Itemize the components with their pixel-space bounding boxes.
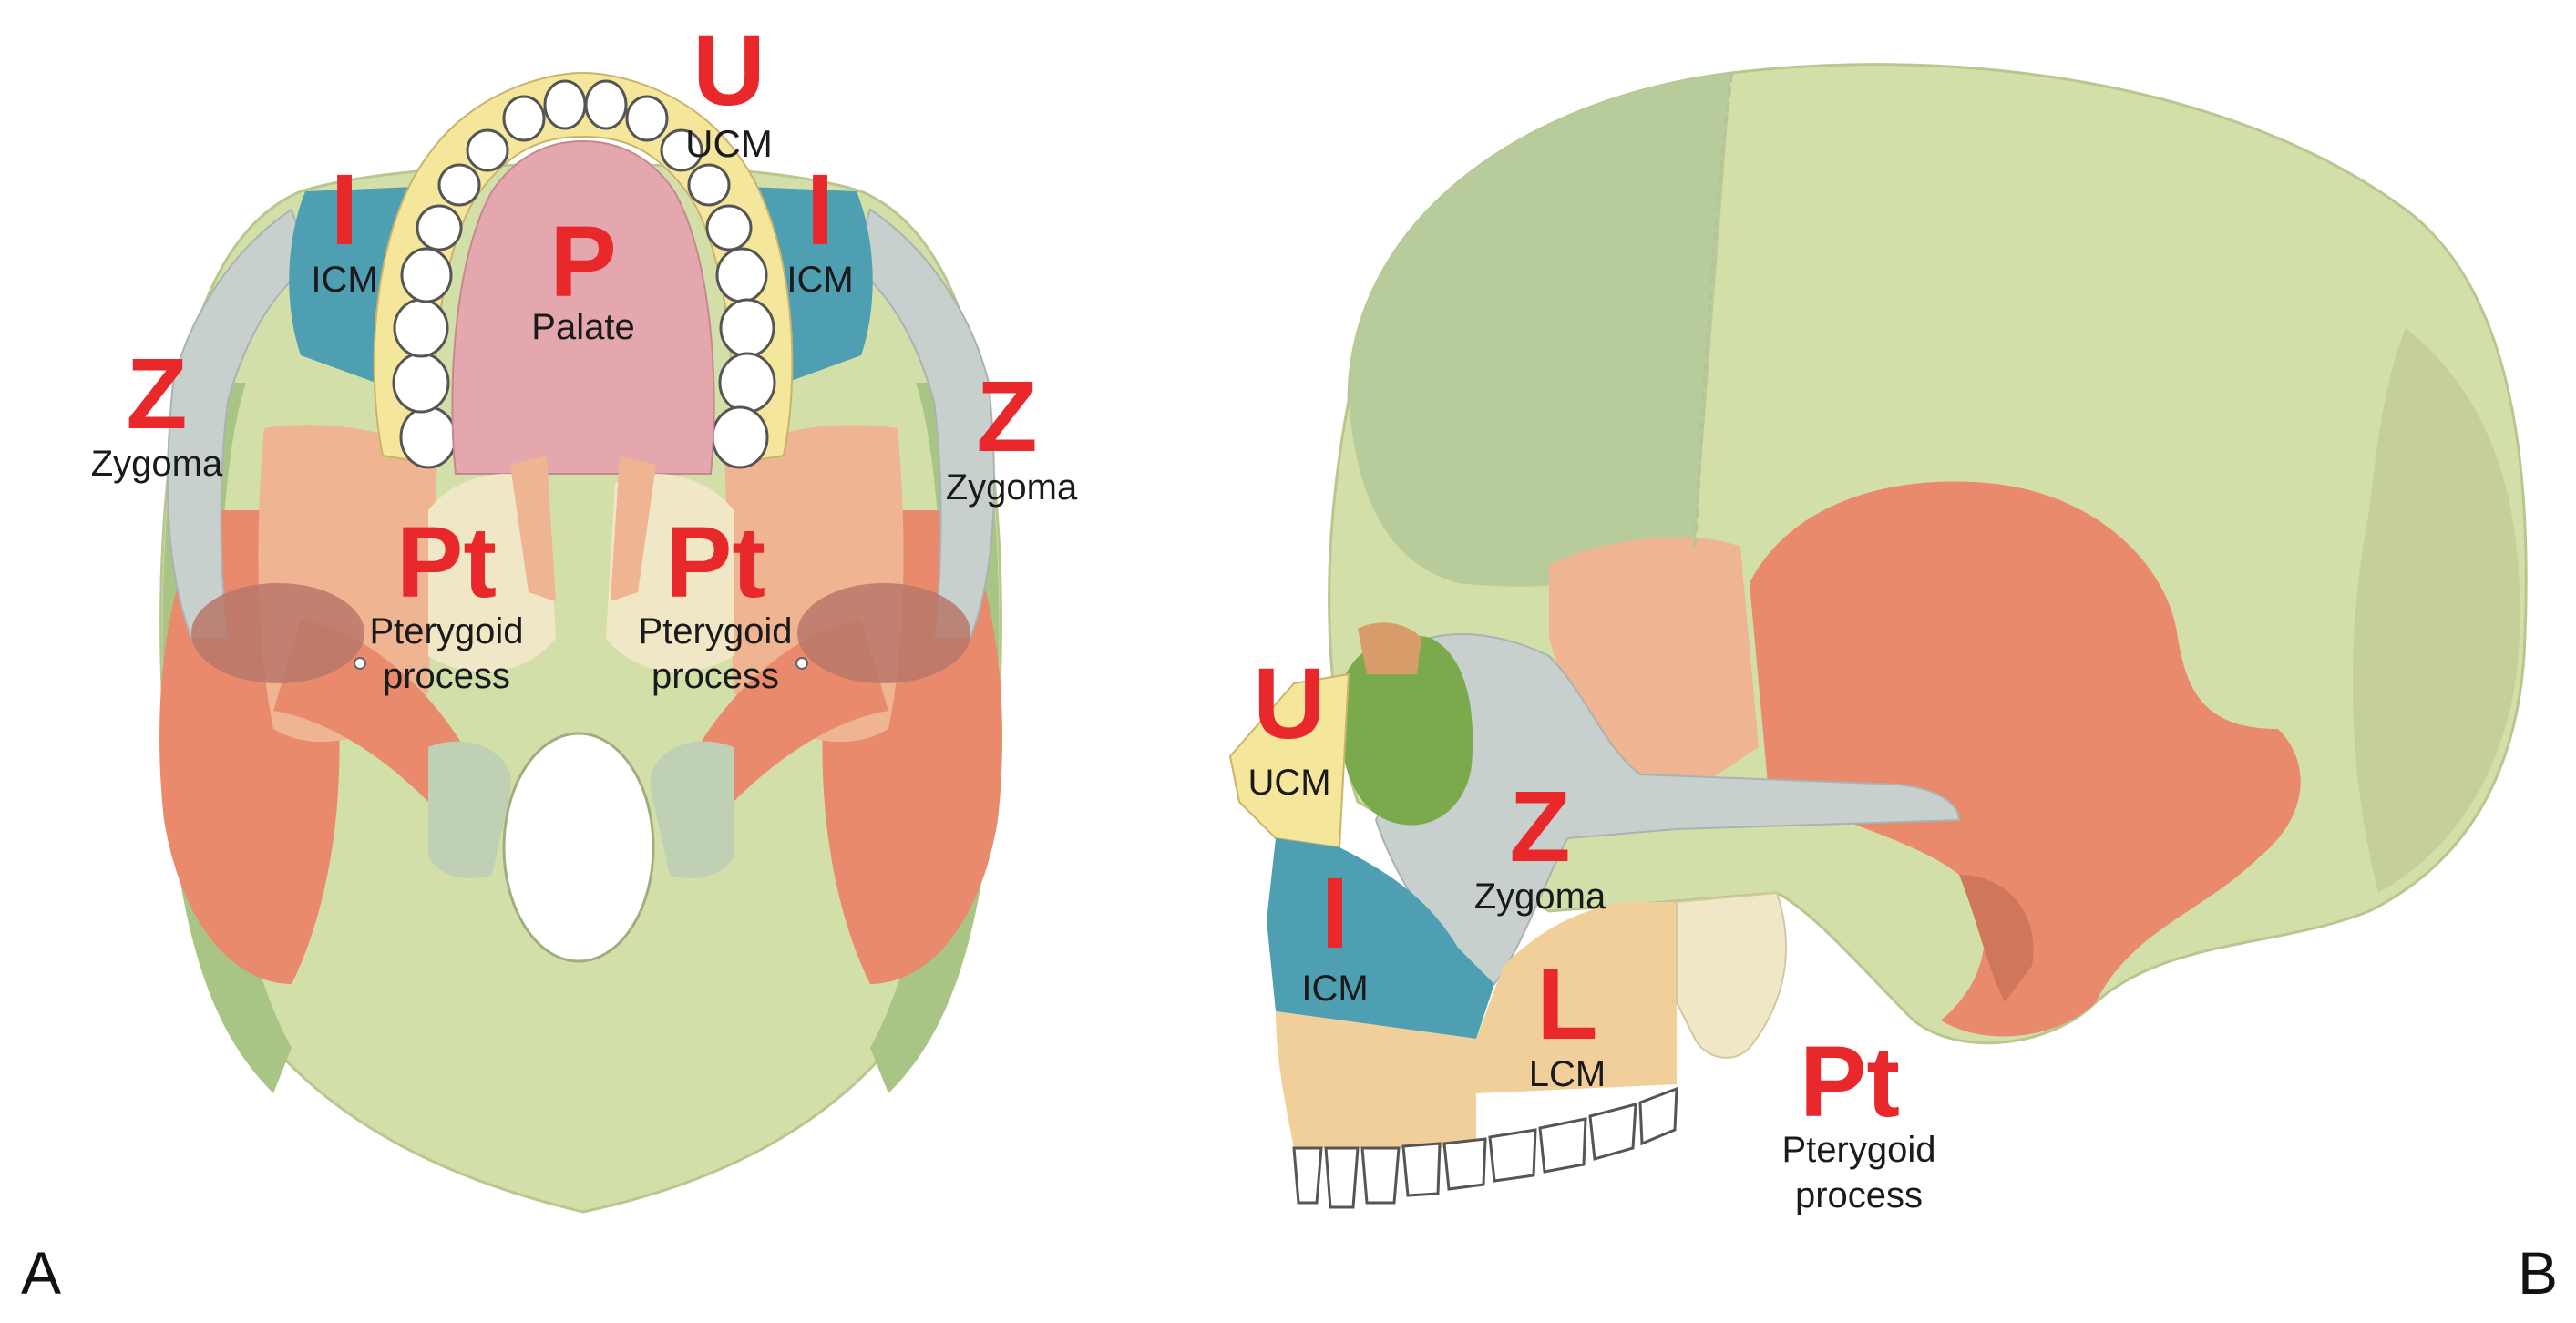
zygoma-region-b — [1374, 633, 1961, 986]
label-i-letter-b: I — [1321, 857, 1350, 969]
lcm-region-b — [1476, 902, 1677, 1093]
label-pterygoid-right-line2-a: process — [652, 656, 779, 696]
label-l-letter-b: L — [1536, 949, 1597, 1061]
label-ucm-a: UCM — [685, 122, 773, 165]
glenoid-fossa-left — [191, 583, 364, 683]
orbit-green — [1339, 635, 1473, 826]
panel-a-skull-inferior-view: U UCM I ICM I ICM P Palate Z Zygoma Z Zy… — [21, 15, 1078, 1307]
label-zygoma-left-a: Zygoma — [91, 444, 223, 484]
frontal-bone — [1349, 73, 1731, 587]
maxillary-teeth — [392, 79, 776, 469]
label-z-letter-b: Z — [1509, 771, 1570, 883]
label-i-left-letter-a: I — [331, 154, 359, 266]
occipital-region — [2352, 328, 2520, 893]
label-icm-right-a: ICM — [786, 260, 853, 300]
label-u-letter-a: U — [693, 15, 765, 127]
glenoid-fossa-right — [797, 583, 970, 683]
label-pterygoid-line2-b: process — [1795, 1175, 1923, 1215]
label-u-letter-b: U — [1253, 648, 1325, 760]
label-pt-letter-b: Pt — [1800, 1026, 1900, 1138]
vomer-region — [510, 456, 556, 601]
icm-region-b — [1267, 838, 1494, 1039]
label-palate-a: Palate — [531, 307, 634, 347]
occipital-condyle-right — [650, 741, 734, 878]
label-ucm-b: UCM — [1247, 763, 1330, 803]
label-pt-right-letter-a: Pt — [665, 507, 765, 619]
coronal-suture — [1693, 72, 1733, 548]
label-zygoma-b: Zygoma — [1474, 877, 1606, 917]
panel-letter-b: B — [2518, 1239, 2558, 1307]
label-pterygoid-line1-b: Pterygoid — [1782, 1130, 1936, 1170]
label-icm-b: ICM — [1301, 969, 1368, 1009]
pterygoid-process-b — [1676, 891, 1787, 1059]
foramen-magnum — [502, 732, 655, 963]
foramen-left — [354, 657, 366, 670]
label-pterygoid-right-line1-a: Pterygoid — [639, 611, 793, 651]
palate-region — [451, 139, 715, 475]
label-zygoma-right-a: Zygoma — [946, 467, 1078, 508]
orbit-lacrimal — [1358, 622, 1421, 674]
mastoid-process — [1959, 875, 2034, 1002]
label-z-right-letter-a: Z — [976, 361, 1037, 473]
label-lcm-b: LCM — [1529, 1054, 1606, 1094]
label-z-left-letter-a: Z — [126, 338, 187, 450]
label-icm-left-a: ICM — [311, 260, 377, 300]
panel-b-skull-lateral-view: U UCM Z Zygoma I ICM L LCM Pt Pterygoid … — [1228, 63, 2558, 1307]
label-pterygoid-left-line2-a: process — [383, 656, 510, 696]
label-i-right-letter-a: I — [806, 154, 835, 266]
temporal-bone-b — [1750, 481, 2301, 1037]
label-pterygoid-left-line1-a: Pterygoid — [370, 611, 524, 651]
zygomatic-arch-left — [167, 208, 312, 639]
maxillary-teeth-b — [1292, 1086, 1678, 1209]
foramen-right — [795, 657, 808, 670]
occipital-condyle-left — [428, 741, 512, 878]
label-p-letter-a: P — [549, 206, 616, 318]
zygomatic-arch-right — [850, 208, 995, 639]
maxilla-front-b — [1276, 1011, 1476, 1148]
vomer-region-right — [611, 456, 656, 601]
label-pt-left-letter-a: Pt — [396, 507, 497, 619]
panel-letter-a: A — [21, 1239, 61, 1307]
